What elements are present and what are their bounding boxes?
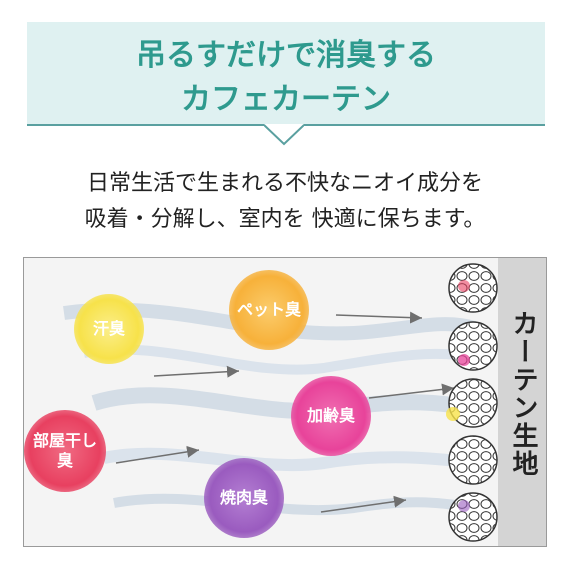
arrow-icon xyxy=(153,365,240,378)
speech-tail-icon xyxy=(264,124,304,146)
arrow-icon xyxy=(320,495,407,513)
headline-line-2: カフェカーテン xyxy=(181,82,391,117)
odor-sweat: 汗臭 xyxy=(74,294,144,364)
odor-pet: ペット臭 xyxy=(229,270,309,350)
air-wave xyxy=(63,302,477,341)
odor-indoor-drying-label: 部屋干し臭 xyxy=(32,431,97,470)
odor-indoor-drying: 部屋干し臭 xyxy=(24,410,106,492)
odor-sweat-label: 汗臭 xyxy=(92,319,125,338)
intro-text: 日常生活で生まれる不快なニオイ成分を 吸着・分解し、室内を 快適に保ちます。 xyxy=(0,166,570,238)
air-wave xyxy=(113,493,475,516)
arrow-icon xyxy=(368,383,455,399)
odor-absorption-diagram: 汗臭 ペット臭 加齢臭 部屋干し臭 焼肉臭 カーテン生地 xyxy=(23,257,547,547)
arrow-icon xyxy=(115,445,200,464)
odor-bbq-label: 焼肉臭 xyxy=(219,488,268,507)
odor-aging: 加齢臭 xyxy=(291,376,371,456)
odor-aging-label: 加齢臭 xyxy=(306,406,355,425)
headline-line-1: 吊るすだけで消臭する xyxy=(136,38,436,73)
curtain-label-panel xyxy=(498,258,546,546)
arrow-icon xyxy=(335,311,423,324)
curtain-label: カーテン生地 xyxy=(508,310,538,478)
odor-pet-label: ペット臭 xyxy=(236,300,301,319)
curtain-fabric xyxy=(446,263,498,542)
air-wave xyxy=(91,387,476,420)
headline: 吊るすだけで消臭する カフェカーテン xyxy=(27,34,545,122)
intro-line-1: 日常生活で生まれる不快なニオイ成分を xyxy=(86,171,483,196)
air-wave xyxy=(83,344,476,375)
airflow-illustration xyxy=(63,263,498,542)
odor-bbq: 焼肉臭 xyxy=(204,458,284,538)
air-wave xyxy=(102,447,475,472)
headline-banner xyxy=(27,22,545,125)
intro-line-2: 吸着・分解し、室内を 快適に保ちます。 xyxy=(84,207,486,232)
